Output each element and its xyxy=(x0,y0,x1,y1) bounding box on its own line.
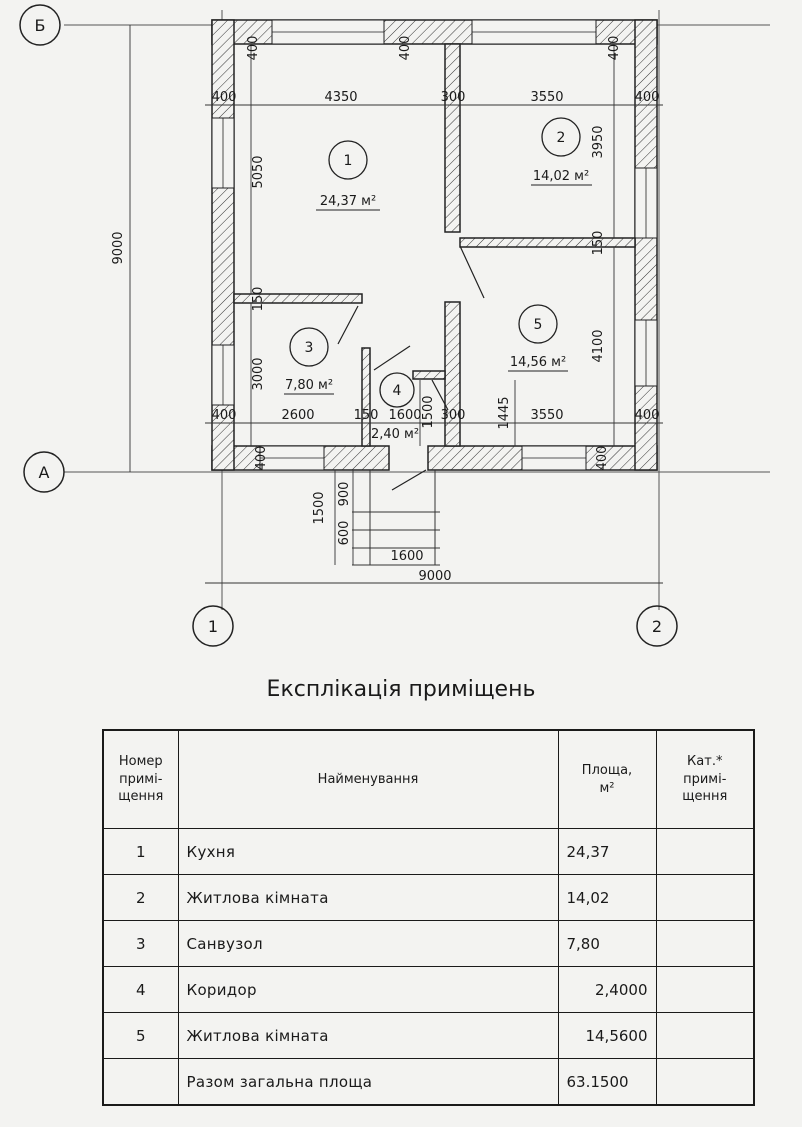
dim-wall-right-bottom: 400 xyxy=(635,408,660,423)
table-title: Експлікація приміщень xyxy=(266,677,536,702)
row-category xyxy=(655,966,755,1013)
dim-150-left: 150 xyxy=(251,287,266,312)
svg-text:Б: Б xyxy=(35,16,46,35)
dim-wall-bottom-right: 400 xyxy=(595,446,610,471)
svg-text:2: 2 xyxy=(557,130,566,146)
row-number: 1 xyxy=(102,828,179,875)
header-name: Найменування xyxy=(177,729,559,829)
svg-text:2: 2 xyxy=(652,617,662,636)
header-area: Площа, м² xyxy=(557,729,657,829)
dim-wall-left-bottom: 400 xyxy=(212,408,237,423)
room-1-label: 1 24,37 м² xyxy=(316,140,380,211)
partitions xyxy=(233,43,636,447)
table-header-row: Номер примі- щення Найменування Площа, м… xyxy=(102,729,755,829)
row-category xyxy=(655,828,755,875)
room-2-label: 2 14,02 м² xyxy=(531,117,592,186)
dim-9000-horiz: 9000 xyxy=(418,569,451,584)
total-number xyxy=(102,1058,179,1106)
dim-2600: 2600 xyxy=(281,408,314,423)
svg-text:14,56 м²: 14,56 м² xyxy=(510,355,566,370)
table-row: 1 Кухня 24,37 xyxy=(102,828,755,875)
row-area: 7,80 xyxy=(557,920,657,967)
row-area: 24,37 xyxy=(557,828,657,875)
dim-300-bottom: 300 xyxy=(441,408,466,423)
row-category xyxy=(655,1012,755,1059)
dim-3550-top: 3550 xyxy=(530,90,563,105)
axis-lines xyxy=(64,10,770,610)
door-swings xyxy=(337,245,485,491)
explication-table: Номер примі- щення Найменування Площа, м… xyxy=(102,729,755,1106)
svg-text:7,80 м²: 7,80 м² xyxy=(285,378,333,393)
dimension-texts: 400 400 400 400 4350 300 3550 400 3950 5… xyxy=(111,36,659,584)
row-area: 2,4000 xyxy=(557,966,657,1013)
axis-marker-bottom: А xyxy=(23,451,65,493)
dimension-lines xyxy=(129,25,663,584)
dim-900: 900 xyxy=(337,482,352,507)
row-area: 14,5600 xyxy=(557,1012,657,1059)
dim-1600-corridor: 1600 xyxy=(388,408,421,423)
row-name: Кухня xyxy=(177,828,559,875)
svg-text:2,40 м²: 2,40 м² xyxy=(371,427,419,442)
table-row: 5 Житлова кімната 14,5600 xyxy=(102,1012,755,1059)
table-row: 3 Санвузол 7,80 xyxy=(102,920,755,967)
dim-1600-porch: 1600 xyxy=(390,549,423,564)
svg-text:24,37 м²: 24,37 м² xyxy=(320,194,376,209)
header-category: Кат.* примі- щення xyxy=(655,729,755,829)
dim-wall-top-right: 400 xyxy=(607,36,622,61)
dim-3950: 3950 xyxy=(591,125,606,158)
row-name: Житлова кімната xyxy=(177,874,559,921)
total-category xyxy=(655,1058,755,1106)
dim-1500-corridor: 1500 xyxy=(421,395,436,428)
header-number: Номер примі- щення xyxy=(102,729,179,829)
row-name: Житлова кімната xyxy=(177,1012,559,1059)
dim-4350: 4350 xyxy=(324,90,357,105)
svg-text:3: 3 xyxy=(305,340,314,356)
dim-150-bottom: 150 xyxy=(354,408,379,423)
row-number: 3 xyxy=(102,920,179,967)
dim-300-top: 300 xyxy=(441,90,466,105)
table-row: 2 Житлова кімната 14,02 xyxy=(102,874,755,921)
table-total-row: Разом загальна площа 63.1500 xyxy=(102,1058,755,1106)
row-number: 4 xyxy=(102,966,179,1013)
dim-1500-porch: 1500 xyxy=(312,491,327,524)
dim-150-right: 150 xyxy=(591,231,606,256)
dim-4100: 4100 xyxy=(591,329,606,362)
dim-3000: 3000 xyxy=(251,357,266,390)
row-area: 14,02 xyxy=(557,874,657,921)
svg-text:5: 5 xyxy=(534,317,543,333)
dim-3550-bottom: 3550 xyxy=(530,408,563,423)
room-4-label: 4 2,40 м² xyxy=(371,372,419,442)
dim-wall-bottom-left: 400 xyxy=(254,446,269,471)
row-category xyxy=(655,874,755,921)
svg-text:14,02 м²: 14,02 м² xyxy=(533,169,589,184)
svg-text:А: А xyxy=(39,463,50,482)
svg-text:4: 4 xyxy=(393,383,402,399)
room-3-label: 3 7,80 м² xyxy=(284,327,334,395)
axis-marker-left: 1 xyxy=(192,605,234,647)
table-row: 4 Коридор 2,4000 xyxy=(102,966,755,1013)
row-name: Коридор xyxy=(177,966,559,1013)
row-number: 5 xyxy=(102,1012,179,1059)
row-name: Санвузол xyxy=(177,920,559,967)
row-category xyxy=(655,920,755,967)
dim-5050: 5050 xyxy=(251,155,266,188)
svg-text:1: 1 xyxy=(344,153,353,169)
total-area: 63.1500 xyxy=(557,1058,657,1106)
row-number: 2 xyxy=(102,874,179,921)
room-5-label: 5 14,56 м² xyxy=(508,304,568,372)
dim-1445: 1445 xyxy=(497,396,512,429)
svg-text:1: 1 xyxy=(208,617,218,636)
dim-wall-top-left: 400 xyxy=(246,36,261,61)
total-label: Разом загальна площа xyxy=(177,1058,559,1106)
dim-wall-left-top: 400 xyxy=(212,90,237,105)
axis-marker-right: 2 xyxy=(636,605,678,647)
dim-600: 600 xyxy=(337,521,352,546)
axis-marker-top: Б xyxy=(19,4,61,46)
dim-wall-right-top: 400 xyxy=(635,90,660,105)
floor-plan: Б А 1 2 1 24,37 м² 2 14,02 м² 3 7,80 м² … xyxy=(19,4,770,647)
dim-wall-top-mid: 400 xyxy=(398,36,413,61)
dim-9000-vert: 9000 xyxy=(111,231,126,264)
